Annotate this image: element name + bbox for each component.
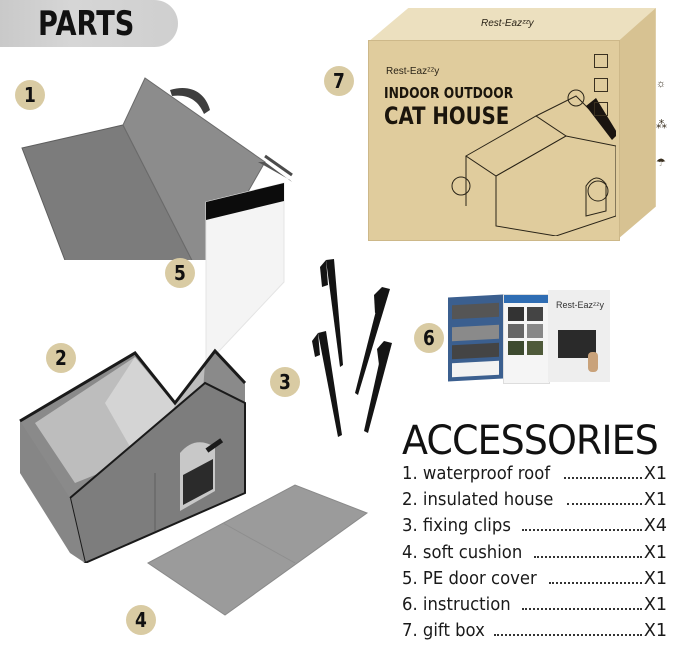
- list-item: 6. instruction X1: [402, 595, 667, 621]
- insulated-house-image: [19, 348, 247, 563]
- list-item: 4. soft cushion X1: [402, 543, 667, 569]
- fixing-clips-image: [312, 259, 392, 437]
- gift-box-side: [618, 8, 656, 239]
- gift-box-title-line1: INDOOR OUTDOOR: [384, 84, 514, 102]
- item-label: 4. soft cushion: [402, 542, 523, 563]
- badge-part-4: 4: [126, 605, 156, 635]
- no-crushing-icon: [594, 102, 608, 116]
- item-qty: X4: [643, 516, 667, 537]
- item-qty: X1: [643, 542, 667, 563]
- dot-leader: [563, 477, 642, 479]
- list-item: 1. waterproof roof X1: [402, 464, 667, 490]
- accessories-title: ACCESSORIES: [402, 418, 659, 464]
- item-label: 6. instruction: [402, 594, 511, 615]
- item-qty: X1: [643, 490, 667, 511]
- gift-box-top: [368, 8, 656, 42]
- list-item: 3. fixing clips X4: [402, 516, 667, 542]
- pe-door-cover-image: [205, 182, 285, 367]
- badge-part-3: 3: [270, 367, 300, 397]
- dot-leader: [521, 607, 642, 610]
- badge-part-7: 7: [324, 66, 354, 96]
- item-label: 2. insulated house: [402, 490, 554, 511]
- recycle-icon: [594, 54, 608, 68]
- item-label: 3. fixing clips: [402, 516, 511, 537]
- instruction-booklet-image: Rest-Eazᶻᶻy: [448, 288, 610, 384]
- dot-leader: [533, 555, 642, 558]
- badge-part-5: 5: [165, 258, 195, 288]
- dot-leader: [549, 581, 642, 584]
- item-qty: X1: [643, 621, 667, 642]
- material-icon: [594, 78, 608, 92]
- parts-header: PARTS: [0, 0, 178, 47]
- booklet-brand: Rest-Eazᶻᶻy: [556, 300, 604, 310]
- badge-part-6: 6: [414, 323, 444, 353]
- umbrella-icon: ☂: [656, 157, 666, 169]
- booklet-page-2: [503, 294, 550, 384]
- booklet-page-1: [448, 294, 503, 382]
- gift-box-brand: Rest-Eazᶻᶻy: [386, 66, 440, 77]
- gift-box-brand-top: Rest-Eazᶻᶻy: [481, 18, 534, 29]
- dot-leader: [521, 529, 642, 532]
- item-qty: X1: [643, 594, 667, 615]
- item-label: 5. PE door cover: [402, 568, 537, 589]
- booklet-cat-photo: [588, 352, 598, 372]
- list-item: 5. PE door cover X1: [402, 569, 667, 595]
- soft-cushion-image: [147, 484, 369, 616]
- parts-title: PARTS: [37, 3, 135, 44]
- sun-icon: ☼: [656, 78, 667, 90]
- item-qty: X1: [643, 464, 667, 484]
- dot-leader: [494, 634, 642, 637]
- booklet-page-3: Rest-Eazᶻᶻy: [548, 290, 610, 382]
- item-qty: X1: [643, 568, 667, 589]
- gift-box-image: Rest-Eazᶻᶻy Rest-Eazᶻᶻy INDOOR OUTDOOR C…: [366, 6, 679, 241]
- list-item: 2. insulated house X1: [402, 490, 667, 516]
- item-label: 1. waterproof roof: [402, 464, 551, 484]
- list-item: 7. gift box X1: [402, 621, 667, 647]
- badge-part-2: 2: [46, 343, 76, 373]
- rain-icon: ⁂: [656, 119, 667, 131]
- badge-part-1: 1: [15, 80, 45, 110]
- item-label: 7. gift box: [402, 621, 485, 642]
- dot-leader: [567, 503, 642, 506]
- gift-box-title-line2: CAT HOUSE: [384, 102, 510, 130]
- cat-house-illustration: [451, 89, 616, 236]
